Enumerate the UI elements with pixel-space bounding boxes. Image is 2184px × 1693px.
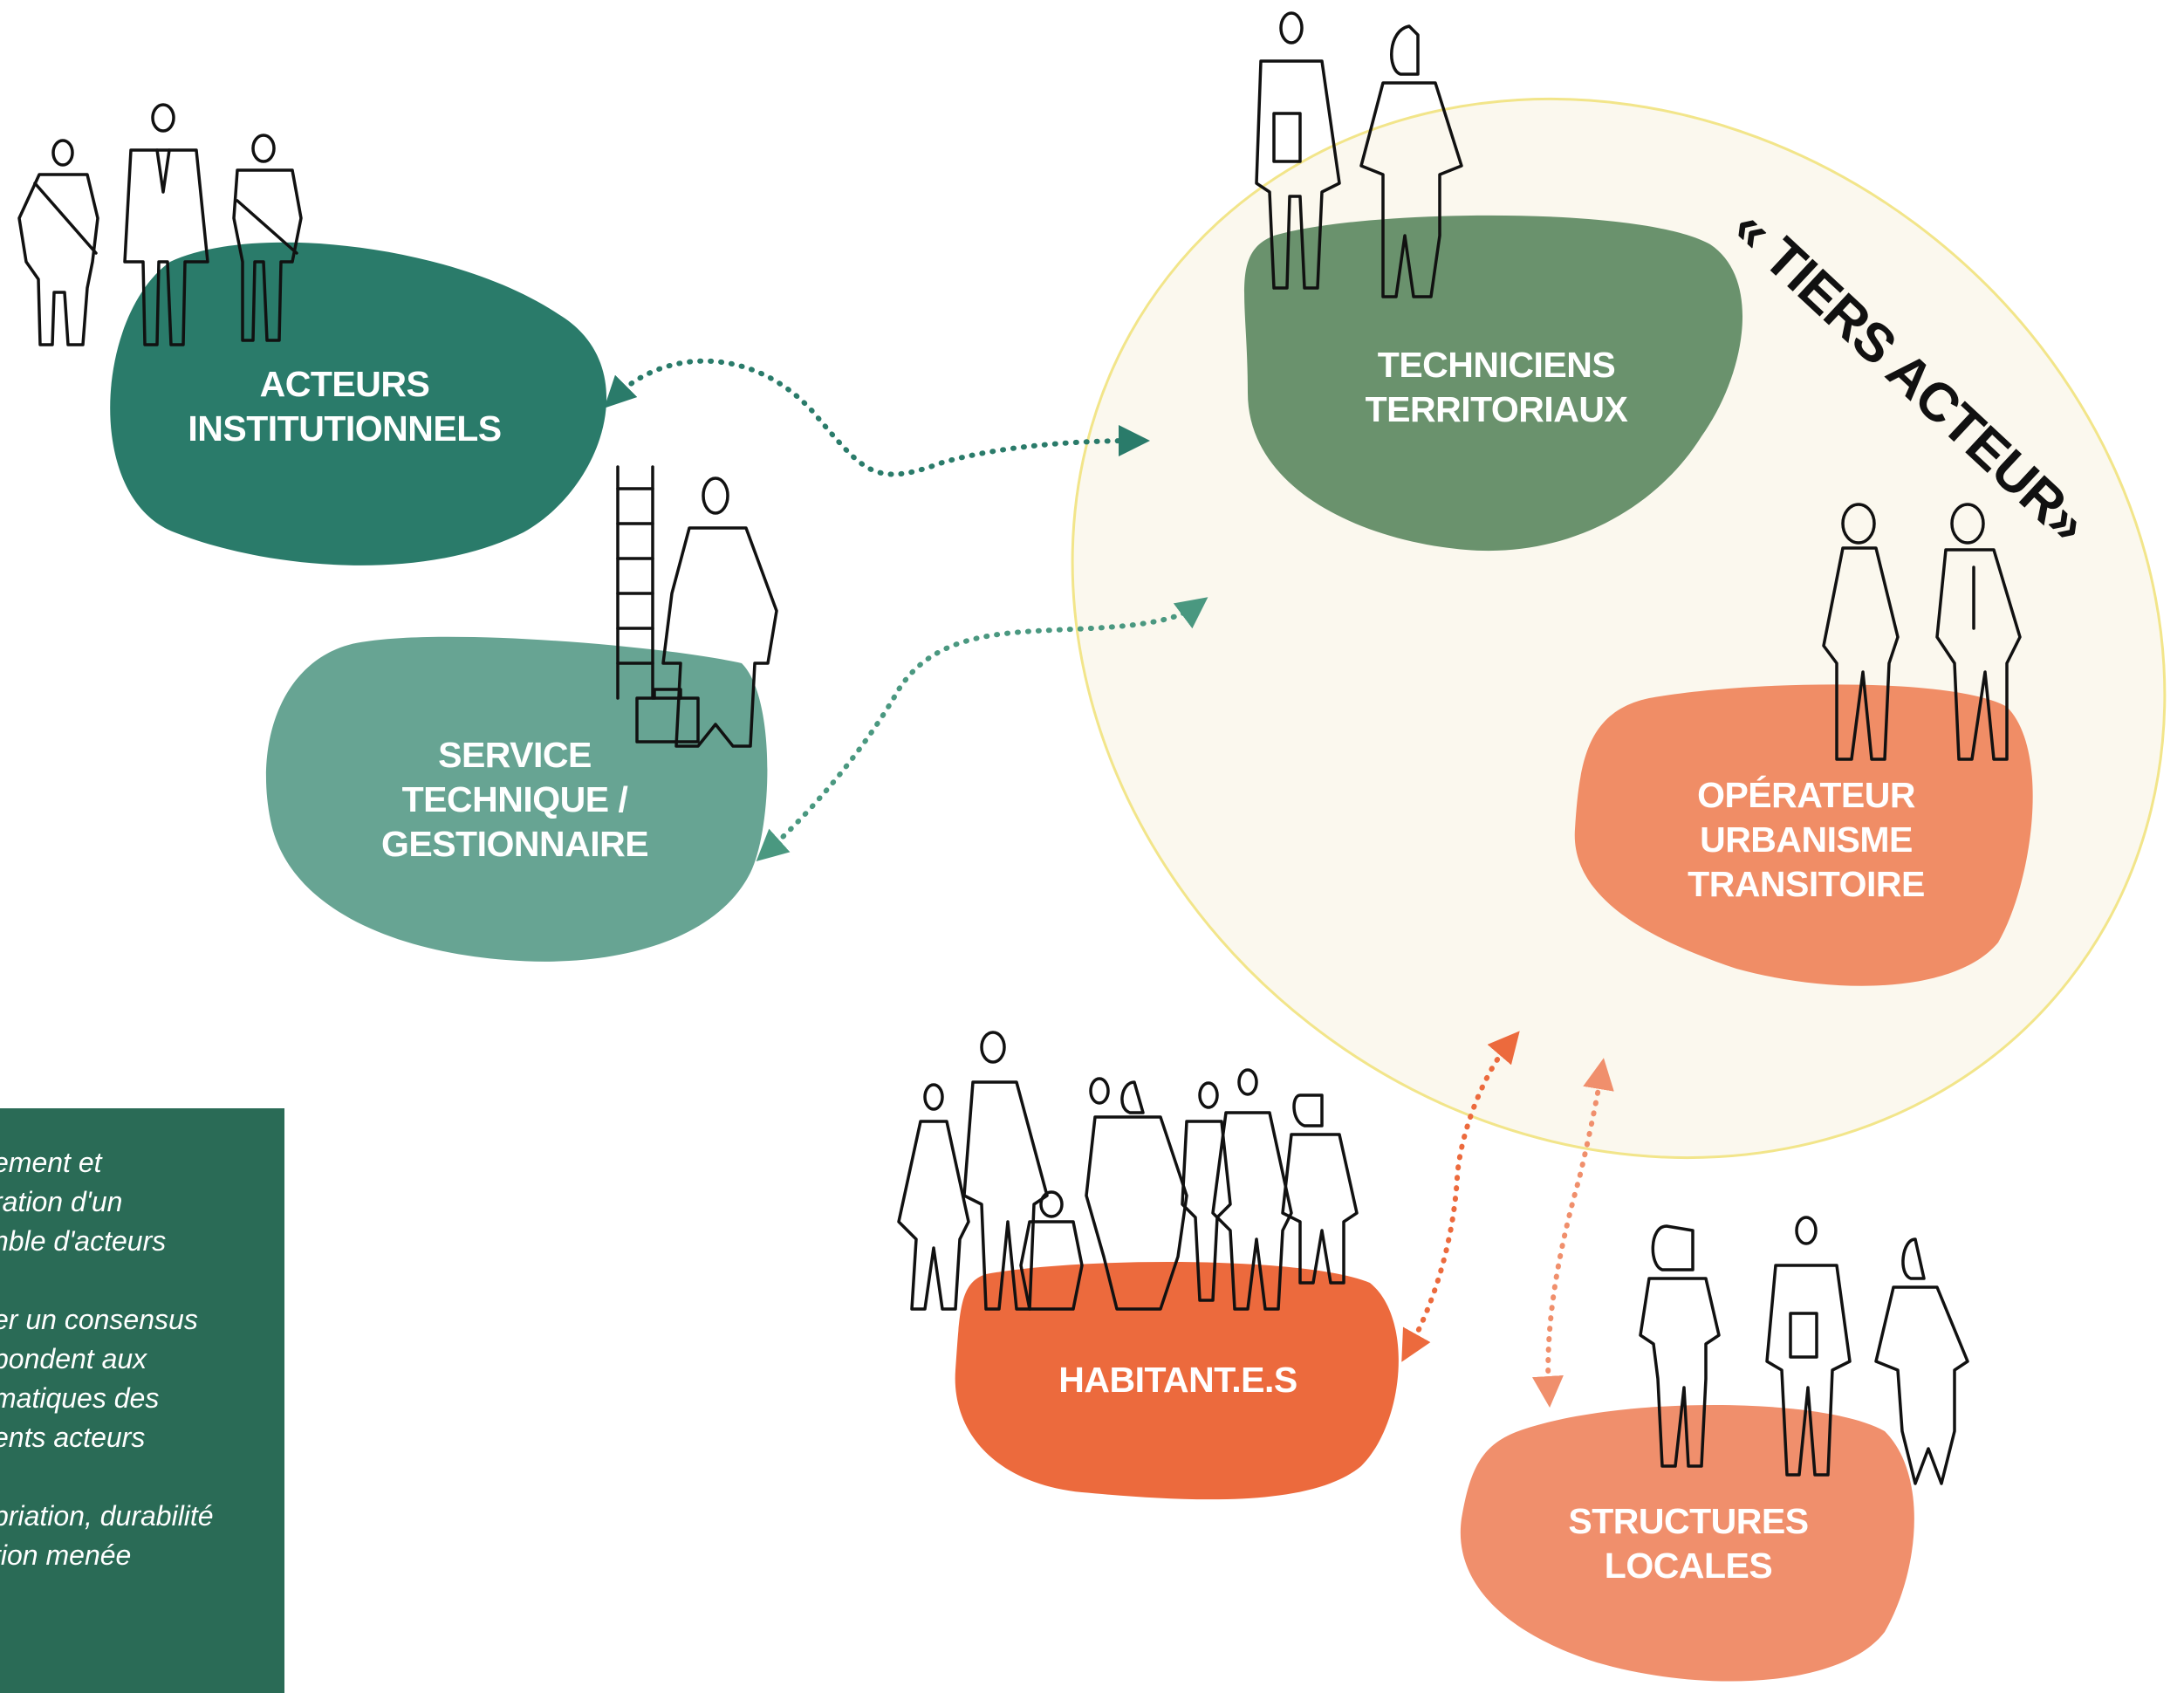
sidebar-paragraph-2: er un consensus pondent aux matiques des… [0,1304,198,1453]
blob-acteurs-institutionnels [110,242,607,565]
label-acteurs-institutionnels: ACTEURS INSTITUTIONNELS [188,364,502,449]
figures-techniciens-icon [1255,11,1463,298]
figures-acteurs-icon [17,103,303,346]
figures-operateur-icon [1822,503,2022,761]
blob-operateur-urbanisme [1574,684,2033,986]
blob-service-technique [265,636,768,962]
sidebar-paragraph-1: ement et ration d'un nble d'acteurs [0,1147,167,1257]
blob-techniciens-territoriaux [1244,215,1743,552]
label-structures-locales: STRUCTURES LOCALES [1568,1501,1809,1586]
arrow-acteurs-techniciens [604,358,1150,477]
label-operateur-urbanisme: OPÉRATEUR URBANISME TRANSITOIRE [1688,775,1925,904]
label-techniciens-territoriaux: TECHNICIENS TERRITORIAUX [1365,345,1628,429]
sidebar-panel: ement et ration d'un nble d'acteurs er u… [0,1108,284,1693]
arrow-habitants-tiers [1401,1031,1520,1362]
label-service-technique: SERVICE TECHNIQUE / GESTIONNAIRE [380,735,649,864]
figures-structures-icon [1639,1216,1969,1485]
label-habitants: HABITANT.E.S [1058,1360,1297,1400]
figure-service-icon [616,465,778,748]
arrow-service-tiers [756,597,1208,862]
blob-structures-locales [1460,1405,1914,1682]
arrow-structures-tiers [1531,1058,1614,1408]
figures-habitants-icon [897,1031,1359,1311]
sidebar-paragraph-3: priation, durabilité tion menée [0,1500,214,1571]
blob-habitants [955,1262,1399,1500]
